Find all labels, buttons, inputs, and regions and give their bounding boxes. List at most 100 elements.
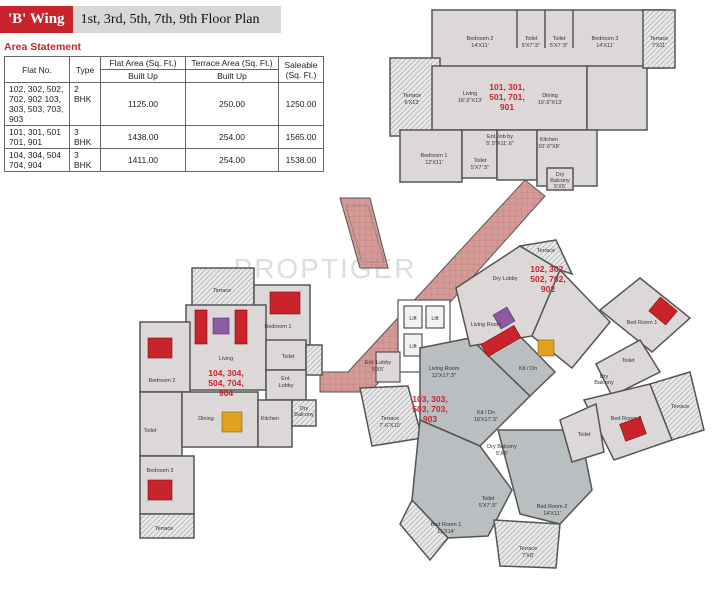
wing-label: 'B' Wing	[0, 6, 73, 33]
flat-102-furniture	[480, 296, 678, 442]
flat-number: 102, 302,	[530, 264, 565, 274]
flat-103-labels: Ent. Lobby 5'X5' Lift Lift Lift Living R…	[365, 316, 567, 559]
room-label: Toilet	[482, 496, 495, 502]
room-label: Toilet	[474, 158, 487, 164]
room-label: Kitchen	[540, 137, 558, 143]
room-label: Bedroom 1	[265, 324, 292, 330]
room-label: Lift	[431, 316, 439, 322]
flat-104-labels: Terrace Bedroom 1 Living Toilet Bedroom …	[144, 288, 314, 532]
type-cell: 3 BHK	[69, 125, 101, 149]
room-label: Dining	[542, 93, 558, 99]
room-label: Ent. Lobby	[365, 360, 392, 366]
room-size: 12'X11'	[425, 160, 443, 166]
room-label: Terrace	[213, 288, 231, 294]
room-size: 5'.5"X11'.6"	[486, 141, 514, 147]
room-label: Kit / Dn	[477, 410, 495, 416]
room-label: Living	[463, 91, 477, 97]
room-size: 5'X7'.5"	[471, 165, 489, 171]
room-label: Terrace	[650, 36, 668, 42]
room-label: Terrace	[537, 248, 555, 254]
room-label: Bed Room 2	[611, 416, 642, 422]
room-size: 14'X11'	[543, 511, 561, 517]
room-label: Bed Room 2	[537, 504, 568, 510]
room-label: Bedroom 3	[592, 36, 619, 42]
room-label: Bedroom 2	[467, 36, 494, 42]
room-label: Terrace	[403, 93, 421, 99]
room-label: Kitchen	[261, 416, 279, 422]
area-statement-title: Area Statement	[4, 41, 82, 53]
room-label: Toilet	[622, 358, 635, 364]
room-size: 12'X17'.5"	[432, 373, 457, 379]
room-label: Balcony	[550, 178, 570, 184]
flat-number: 903	[423, 414, 437, 424]
room-label: Terrace	[671, 404, 689, 410]
room-size: 5'X7'.5"	[522, 43, 540, 49]
type-cell: 3 BHK	[69, 148, 101, 172]
room-label: Toilet	[144, 428, 157, 434]
room-label: Terrace	[519, 546, 537, 552]
room-size: 5'X5'	[496, 451, 508, 457]
room-size: 14'X11'	[596, 43, 614, 49]
core-plan	[375, 299, 451, 383]
room-size: 11'X14'	[437, 529, 455, 535]
room-label: Lobby	[279, 383, 294, 389]
room-label: Terrace	[381, 416, 399, 422]
col-saleable: Saleable (Sq. Ft.)	[278, 56, 324, 83]
room-label: Dry Lobby	[492, 276, 517, 282]
room-label: Balcony	[594, 380, 614, 386]
room-label: Living	[219, 356, 233, 362]
room-label: Dry	[556, 172, 565, 178]
room-size: 5'X7'.5"	[479, 503, 497, 509]
flat-104-furniture	[147, 291, 301, 501]
room-size: 6'X13'	[405, 100, 420, 106]
room-label: Bed Room 1	[431, 522, 462, 528]
floor-plan-title: 1st, 3rd, 5th, 7th, 9th Floor Plan	[80, 11, 260, 27]
room-size: 5'X7'.5"	[550, 43, 568, 49]
flat-104-plan	[139, 267, 323, 539]
room-label: Dry Balcony	[487, 444, 517, 450]
room-size: 7'X11'	[652, 43, 667, 49]
flat-101-plan	[389, 9, 676, 191]
room-label: Bed Room 1	[627, 320, 658, 326]
table-row: 104, 304, 504 704, 904 3 BHK 1411.00 254…	[4, 148, 324, 172]
flat-103-plan	[359, 325, 593, 569]
room-label: Toilet	[553, 36, 566, 42]
room-size: 10'.6"X8'	[538, 144, 559, 150]
flat-area-cell: 1125.00	[100, 82, 186, 126]
col-flat-no: Flat No.	[4, 56, 70, 83]
room-label: Bedroom 1	[421, 153, 448, 159]
flat-number: 504, 704,	[208, 378, 243, 388]
room-label: Dry	[300, 406, 309, 412]
flat-number: 503, 703,	[412, 404, 447, 414]
room-size: 5'X5'	[554, 184, 566, 190]
plan-header: 'B' Wing 1st, 3rd, 5th, 7th, 9th Floor P…	[0, 6, 281, 33]
flat-number: 902	[541, 284, 555, 294]
room-label: Lift	[409, 316, 417, 322]
room-size: 18'.6"X13'	[458, 98, 483, 104]
room-size: 10'X17'.5"	[474, 417, 499, 423]
room-label: Dining	[198, 416, 214, 422]
flat-number: 101, 301,	[489, 82, 524, 92]
flat-number: 904	[219, 388, 233, 398]
area-statement-table: Flat No. Type Flat Area (Sq. Ft.) Terrac…	[4, 56, 324, 172]
room-size: 7'X8'	[522, 553, 534, 559]
corridor	[319, 179, 546, 393]
saleable-cell: 1538.00	[278, 148, 324, 172]
room-label: Living Room	[429, 366, 460, 372]
terrace-area-cell: 250.00	[185, 82, 279, 126]
room-size: 14'X11'	[471, 43, 489, 49]
room-label: Bedroom 3	[147, 468, 174, 474]
table-row: 102, 302, 502, 702, 902 103, 303, 503, 7…	[4, 82, 324, 126]
flat-area-cell: 1411.00	[100, 148, 186, 172]
flat-102-labels: Dry Lobby Terrace Living Room Kit / Dn B…	[471, 248, 689, 438]
room-label: Ent.	[281, 376, 291, 382]
flat-number: 103, 303,	[412, 394, 447, 404]
room-label: Toilet	[525, 36, 538, 42]
terrace-area-cell: 254.00	[185, 148, 279, 172]
room-label: Toilet	[578, 432, 591, 438]
room-label: Bedroom 2	[149, 378, 176, 384]
terrace-area-cell: 254.00	[185, 125, 279, 149]
flat-no-cell: 102, 302, 502, 702, 902 103, 303, 503, 7…	[4, 82, 70, 126]
room-label: Balcony	[294, 412, 314, 418]
